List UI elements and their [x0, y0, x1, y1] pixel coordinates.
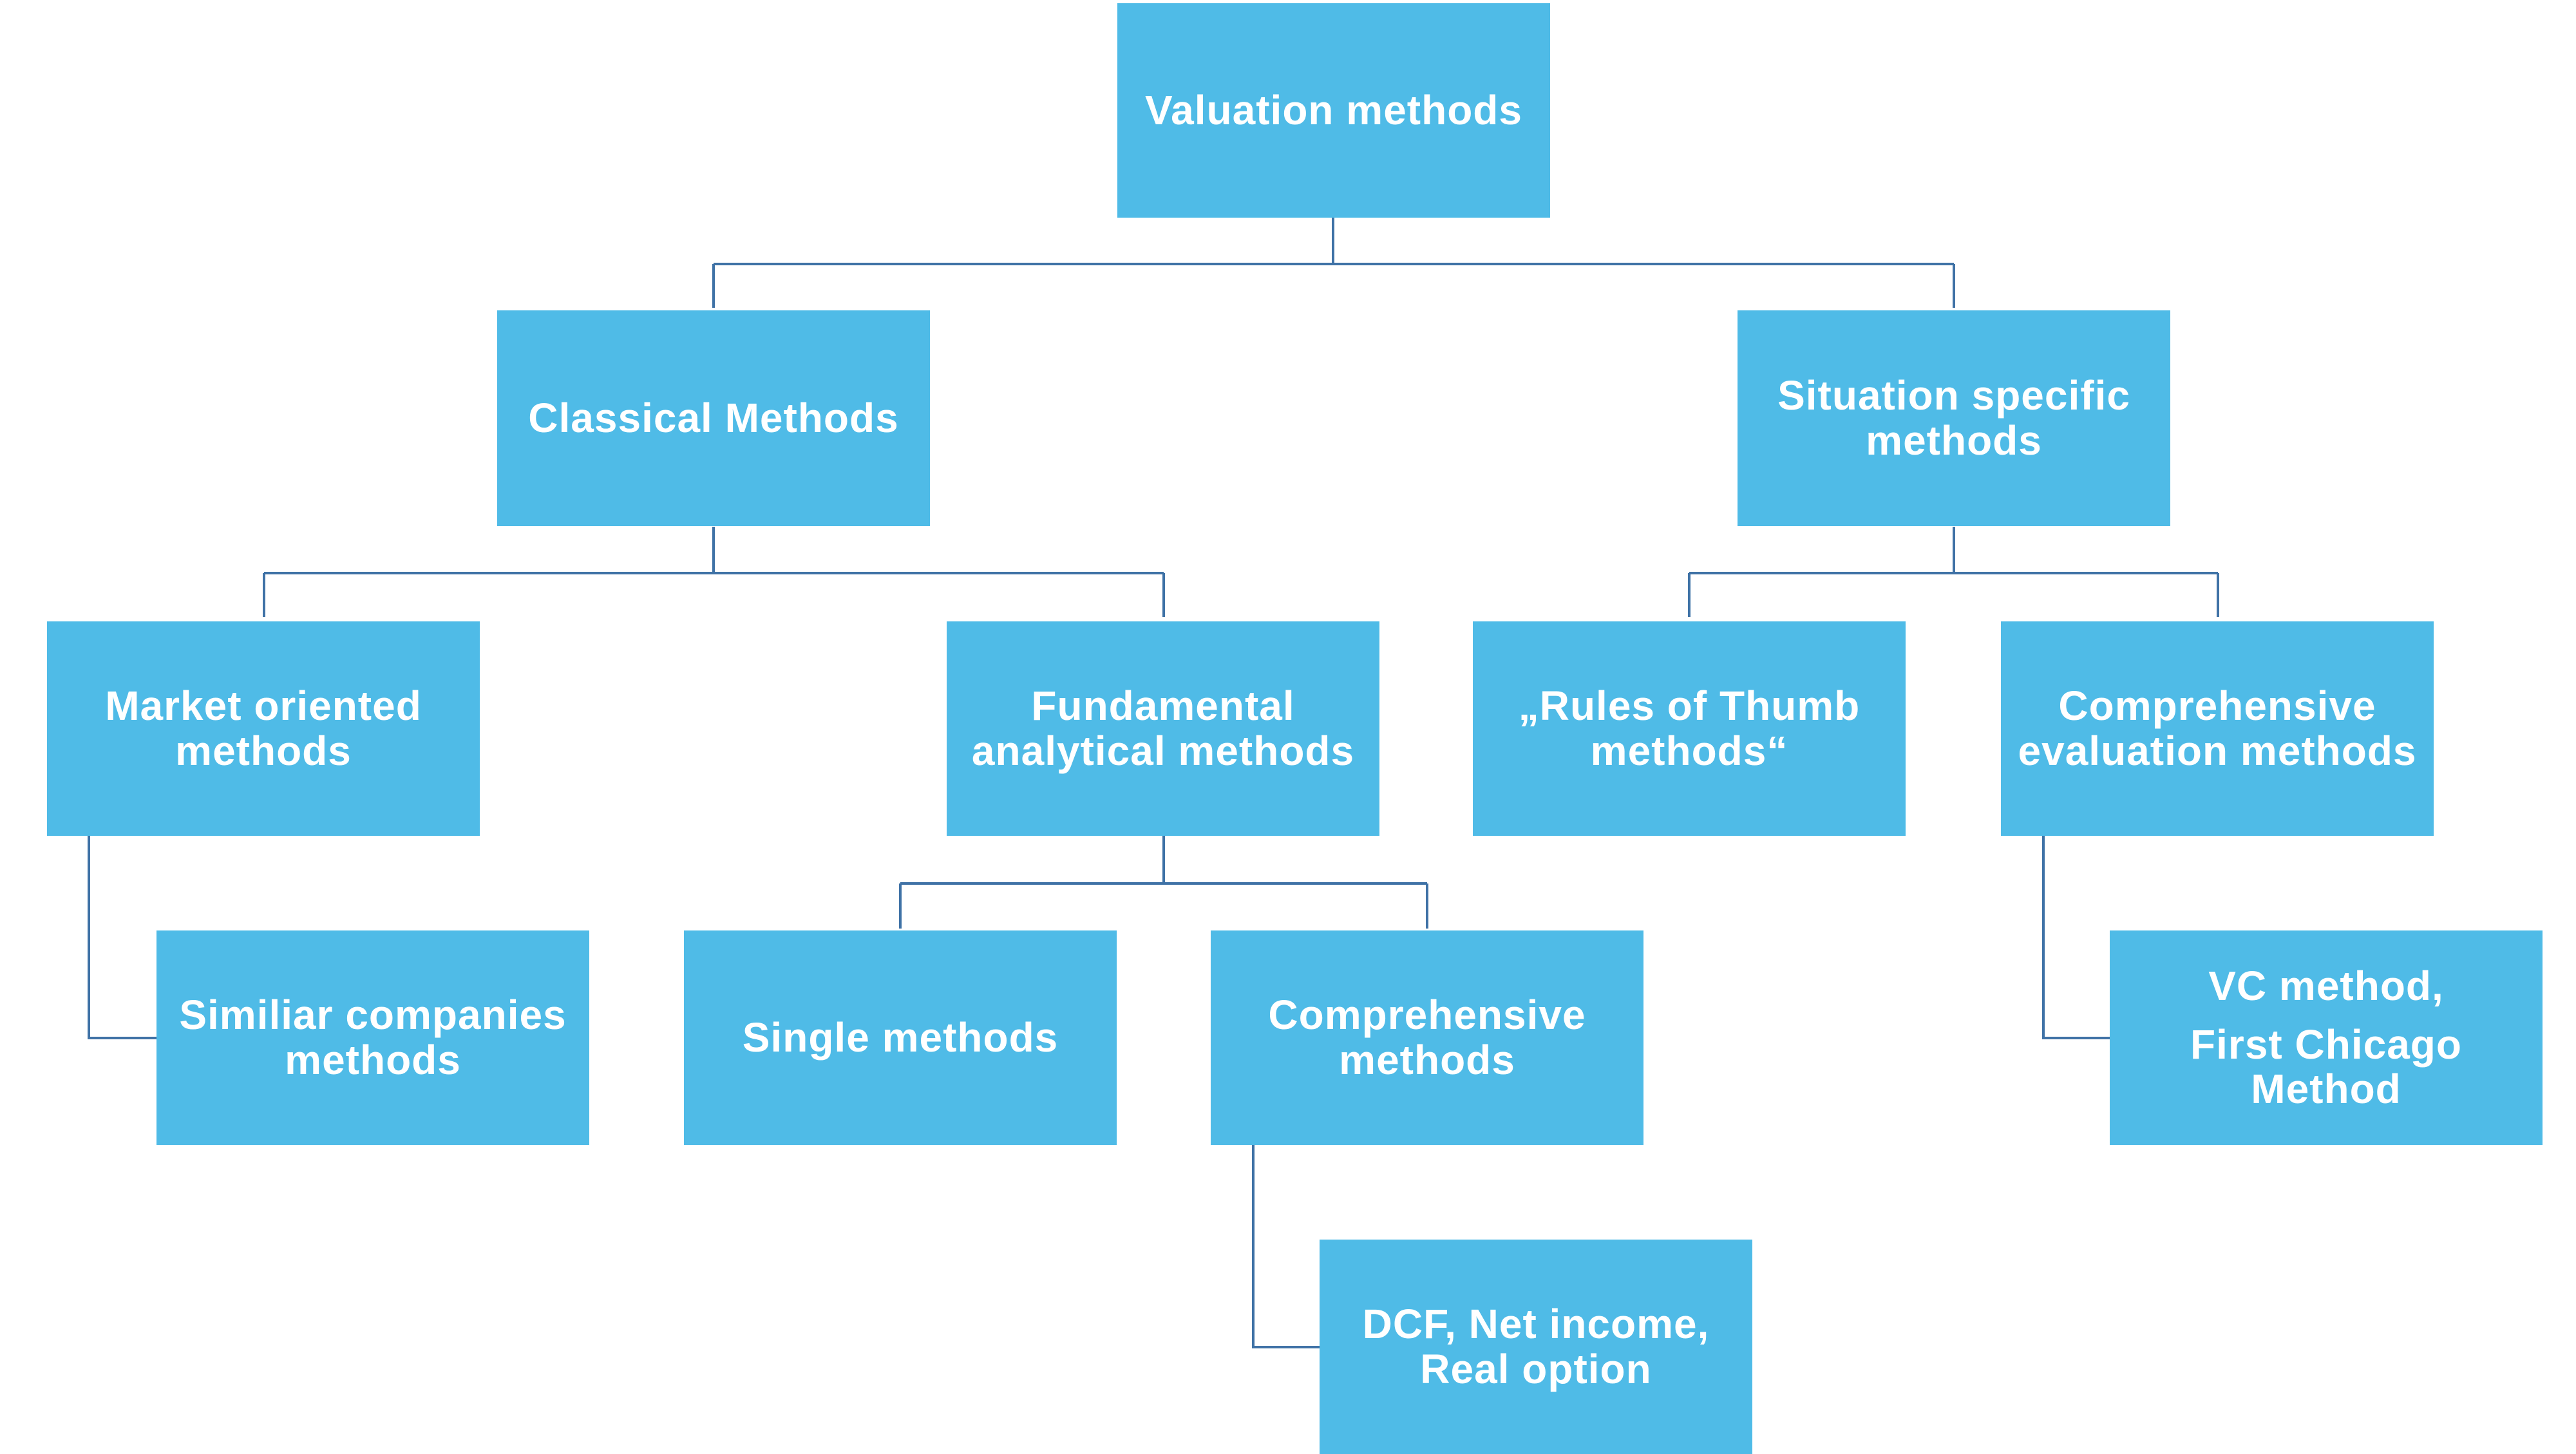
vc-method-line: VC method,: [2208, 962, 2444, 1009]
connector-root-children: [712, 216, 1955, 308]
node-comprehensive-methods: Comprehensive methods: [1211, 930, 1643, 1145]
connector-fundamental-children: [899, 836, 1428, 929]
connector-market-similar: [88, 836, 156, 1039]
connector-situation-children: [1688, 527, 2219, 617]
node-situation-specific-methods: Situation specific methods: [1738, 310, 2170, 526]
node-comprehensive-evaluation-methods: Comprehensive evaluation methods: [2001, 621, 2434, 836]
node-single-methods: Single methods: [684, 930, 1117, 1145]
node-classical-methods: Classical Methods: [497, 310, 930, 526]
node-rules-of-thumb-methods: „Rules of Thumb methods“: [1473, 621, 1906, 836]
connector-compeval-vc: [2042, 836, 2110, 1039]
node-similar-companies-methods: Similiar companies methods: [156, 930, 589, 1145]
connector-comprehensive-dcf: [1252, 1145, 1320, 1348]
node-fundamental-analytical-methods: Fundamental analytical methods: [947, 621, 1379, 836]
node-dcf-net-income-real-option: DCF, Net income, Real option: [1320, 1240, 1752, 1454]
node-valuation-methods: Valuation methods: [1117, 3, 1550, 218]
node-market-oriented-methods: Market oriented methods: [47, 621, 480, 836]
first-chicago-line: First Chicago Method: [2190, 1021, 2462, 1113]
node-vc-first-chicago-method: VC method, First Chicago Method: [2110, 930, 2543, 1145]
connector-classical-children: [263, 527, 1165, 617]
